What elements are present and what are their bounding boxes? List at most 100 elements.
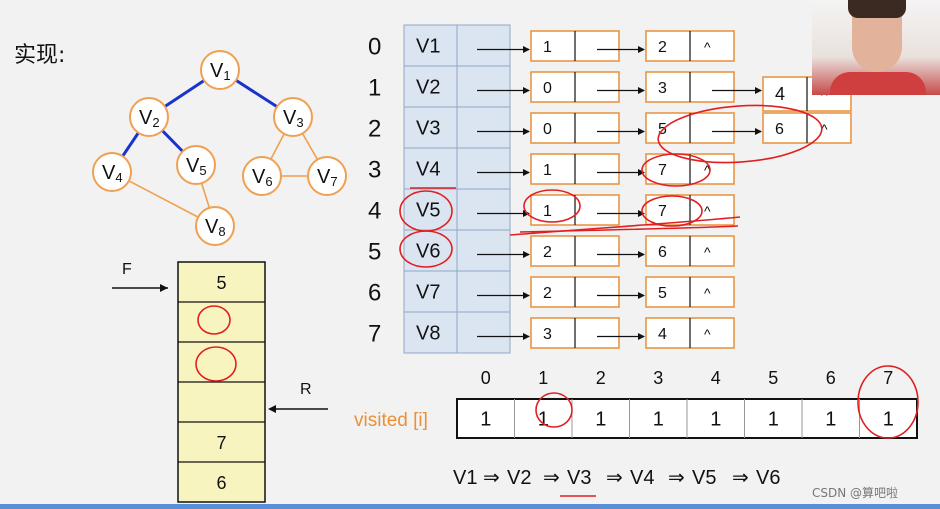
next-arrow-head xyxy=(755,87,762,94)
visited-value: 1 xyxy=(595,409,606,431)
queue: F R 576 xyxy=(112,261,328,503)
visited-index: 1 xyxy=(538,368,548,388)
list-node: 1 xyxy=(530,30,645,62)
row-index: 7 xyxy=(368,321,381,348)
list-node: 6^ xyxy=(762,112,852,144)
list-node-value: 5 xyxy=(658,285,667,302)
visited-index: 2 xyxy=(596,368,606,388)
graph-node-circle xyxy=(195,206,235,246)
list-node: 2 xyxy=(530,235,645,267)
next-arrow-head xyxy=(638,292,645,299)
row-index: 6 xyxy=(368,280,381,307)
visited-value: 1 xyxy=(768,409,779,431)
row-index: 1 xyxy=(368,75,381,102)
graph-edges xyxy=(110,68,328,227)
list-node: 4^ xyxy=(645,317,735,349)
graph-node-circle xyxy=(129,97,169,137)
sequence-arrow: ⇒ xyxy=(668,465,685,489)
vertex-name: V3 xyxy=(416,118,440,140)
annotation-circle-v6 xyxy=(399,230,453,268)
rear-label: R xyxy=(300,381,312,398)
list-node-value: 0 xyxy=(543,121,552,138)
list-node-value: 3 xyxy=(658,80,667,97)
sequence-item: V6 xyxy=(756,467,780,489)
queue-cell: 6 xyxy=(216,473,226,493)
list-node: 3 xyxy=(530,317,645,349)
sequence-item: V3 xyxy=(567,467,591,489)
traversal-sequence: V1⇒V2⇒V3⇒V4⇒V5⇒V6 xyxy=(453,465,780,489)
visited-value: 1 xyxy=(710,409,721,431)
visited-value: 1 xyxy=(480,409,491,431)
list-node-value: 1 xyxy=(543,203,552,220)
visited-index: 7 xyxy=(883,368,893,388)
visited-value: 1 xyxy=(538,409,549,431)
graph-node-circle xyxy=(273,97,313,137)
graph-node-v2: V2 xyxy=(129,97,169,137)
vertex-name: V4 xyxy=(416,159,440,181)
next-arrow-head xyxy=(638,87,645,94)
graph-node-v5: V5 xyxy=(176,145,216,185)
next-arrow-head xyxy=(638,46,645,53)
sequence-item: V2 xyxy=(507,467,531,489)
annotation-circle-row4-1 xyxy=(523,189,581,223)
annotation-circle-7 xyxy=(641,153,711,187)
next-arrow-head xyxy=(638,128,645,135)
next-arrow-head xyxy=(755,128,762,135)
next-arrow-head xyxy=(638,251,645,258)
list-node-value: 6 xyxy=(658,244,667,261)
next-arrow-head xyxy=(638,169,645,176)
next-arrow-head xyxy=(638,210,645,217)
row-index: 0 xyxy=(368,34,381,61)
pointer-arrow-head xyxy=(523,292,530,299)
watermark: CSDN @算吧啦 xyxy=(812,485,898,500)
list-node: 1 xyxy=(530,194,645,226)
pointer-arrow-head xyxy=(523,128,530,135)
vertex-name: V8 xyxy=(416,323,440,345)
row-index: 2 xyxy=(368,116,381,143)
list-node: 7^ xyxy=(645,153,735,185)
next-arrow-head xyxy=(638,333,645,340)
graph-node-v4: V4 xyxy=(92,152,132,192)
pointer-arrow-head xyxy=(523,87,530,94)
pointer-arrow-head xyxy=(523,46,530,53)
list-node: 1 xyxy=(530,153,645,185)
annotation-circle-5-6 xyxy=(657,104,823,164)
list-node: 2^ xyxy=(645,30,735,62)
sequence-item: V4 xyxy=(630,467,654,489)
annotation-circle-queue-2 xyxy=(195,346,237,382)
visited-value: 1 xyxy=(825,409,836,431)
list-node-value: 4 xyxy=(658,326,667,343)
heading: 实现: xyxy=(14,43,65,68)
list-node: 0 xyxy=(530,71,645,103)
graph-node-v6: V6 xyxy=(242,156,282,196)
vertex-name: V5 xyxy=(416,200,440,222)
graph-node-v3: V3 xyxy=(273,97,313,137)
webcam-overlay xyxy=(812,0,940,95)
list-node: 3 xyxy=(645,71,762,103)
visited-index: 6 xyxy=(826,368,836,388)
annotation-circle-row4-7 xyxy=(641,195,703,227)
null-marker: ^ xyxy=(704,39,711,55)
graph-node-circle xyxy=(242,156,282,196)
sequence-item: V1 xyxy=(453,467,477,489)
hand-annotations xyxy=(195,104,919,497)
row-index: 4 xyxy=(368,198,381,225)
vertex-name: V7 xyxy=(416,282,440,304)
pointer-arrow-head xyxy=(523,169,530,176)
sequence-item: V5 xyxy=(692,467,716,489)
presenter-shirt xyxy=(830,72,926,95)
visited-label: visited [i] xyxy=(354,410,428,431)
null-marker: ^ xyxy=(821,87,828,103)
sequence-arrow: ⇒ xyxy=(732,465,749,489)
vertex-name: V1 xyxy=(416,36,440,58)
